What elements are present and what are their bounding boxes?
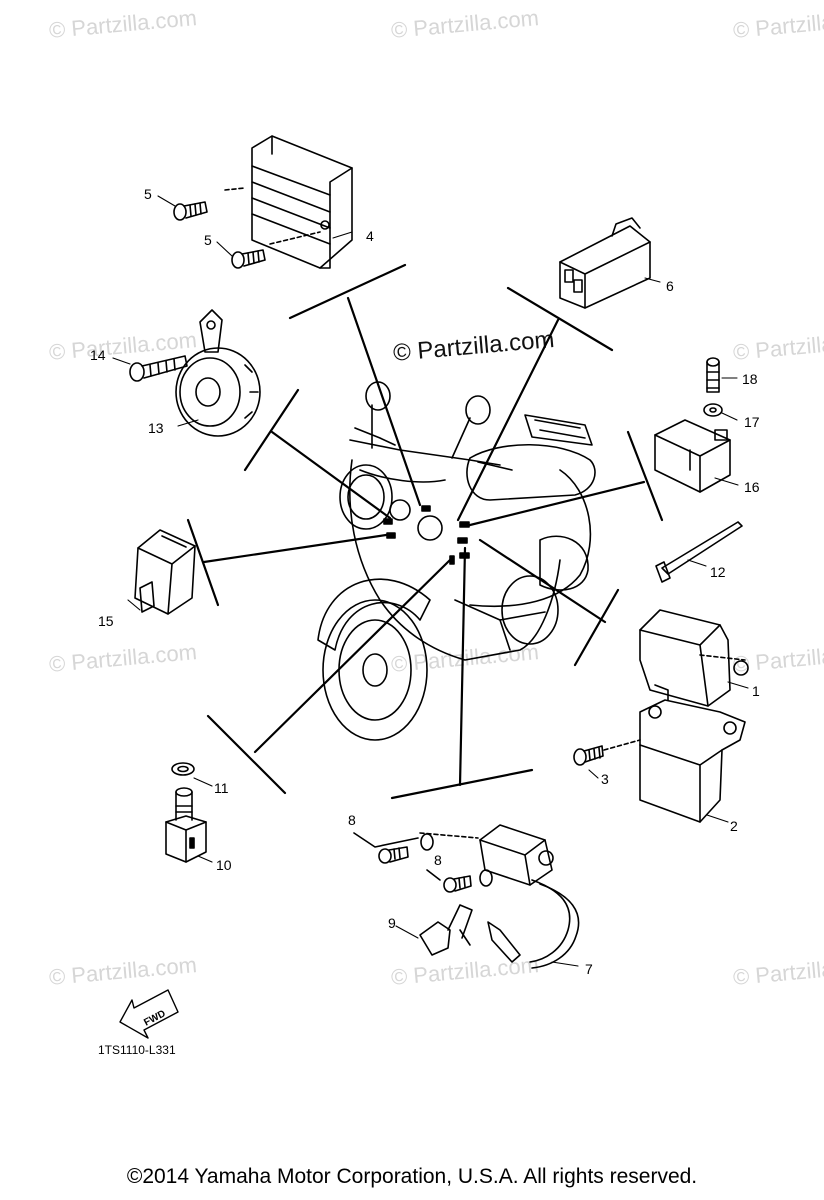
band-part-12 bbox=[655, 521, 743, 583]
washer-part-11 bbox=[171, 762, 195, 776]
fwd-label: FWD bbox=[142, 1008, 167, 1028]
diagram-code: 1TS1110-L331 bbox=[98, 1043, 176, 1057]
horn-part-13 bbox=[175, 309, 261, 437]
callout-2: 2 bbox=[730, 818, 738, 834]
bolt-part-8 bbox=[426, 869, 493, 893]
plug-cap-part-9 bbox=[419, 904, 473, 956]
ignition-coil-part-7 bbox=[419, 824, 580, 969]
callout-1: 1 bbox=[752, 683, 760, 699]
callout-18: 18 bbox=[742, 371, 758, 387]
callout-6: 6 bbox=[666, 278, 674, 294]
callout-9: 9 bbox=[388, 915, 396, 931]
callout-5: 5 bbox=[144, 186, 152, 202]
callout-12: 12 bbox=[710, 564, 726, 580]
callout-7: 7 bbox=[585, 961, 593, 977]
igniter-part-1 bbox=[639, 609, 749, 707]
bolt-part-14 bbox=[129, 355, 188, 382]
relay-part-16 bbox=[654, 419, 731, 493]
callout-8: 8 bbox=[348, 812, 356, 828]
callout-3: 3 bbox=[601, 771, 609, 787]
unit-part-15 bbox=[134, 529, 196, 615]
callout-5: 5 bbox=[204, 232, 212, 248]
connector-part-6 bbox=[559, 217, 651, 309]
bolt-part-18 bbox=[706, 357, 720, 393]
callout-10: 10 bbox=[216, 857, 232, 873]
fwd-arrow-icon: FWD bbox=[119, 989, 179, 1039]
washer-part-17 bbox=[703, 403, 723, 417]
copyright-notice: ©2014 Yamaha Motor Corporation, U.S.A. A… bbox=[126, 1165, 698, 1188]
callout-8: 8 bbox=[434, 852, 442, 868]
callout-14: 14 bbox=[90, 347, 106, 363]
callout-13: 13 bbox=[148, 420, 164, 436]
rectifier-regulator-part-4 bbox=[224, 135, 353, 269]
scooter-illustration bbox=[317, 381, 596, 741]
callout-17: 17 bbox=[744, 414, 760, 430]
leader-lines bbox=[186, 263, 664, 800]
bolt-part-5 bbox=[173, 201, 208, 221]
callout-4: 4 bbox=[366, 228, 374, 244]
callout-15: 15 bbox=[98, 613, 114, 629]
callout-11: 11 bbox=[214, 780, 229, 796]
bracket-part-2 bbox=[639, 699, 746, 823]
callout-16: 16 bbox=[744, 479, 760, 495]
callout-lines bbox=[112, 195, 749, 967]
switch-part-10 bbox=[165, 787, 207, 863]
screw-part-3 bbox=[573, 739, 641, 766]
bolt-part-5 bbox=[231, 249, 266, 269]
bolt-part-8 bbox=[353, 832, 434, 864]
